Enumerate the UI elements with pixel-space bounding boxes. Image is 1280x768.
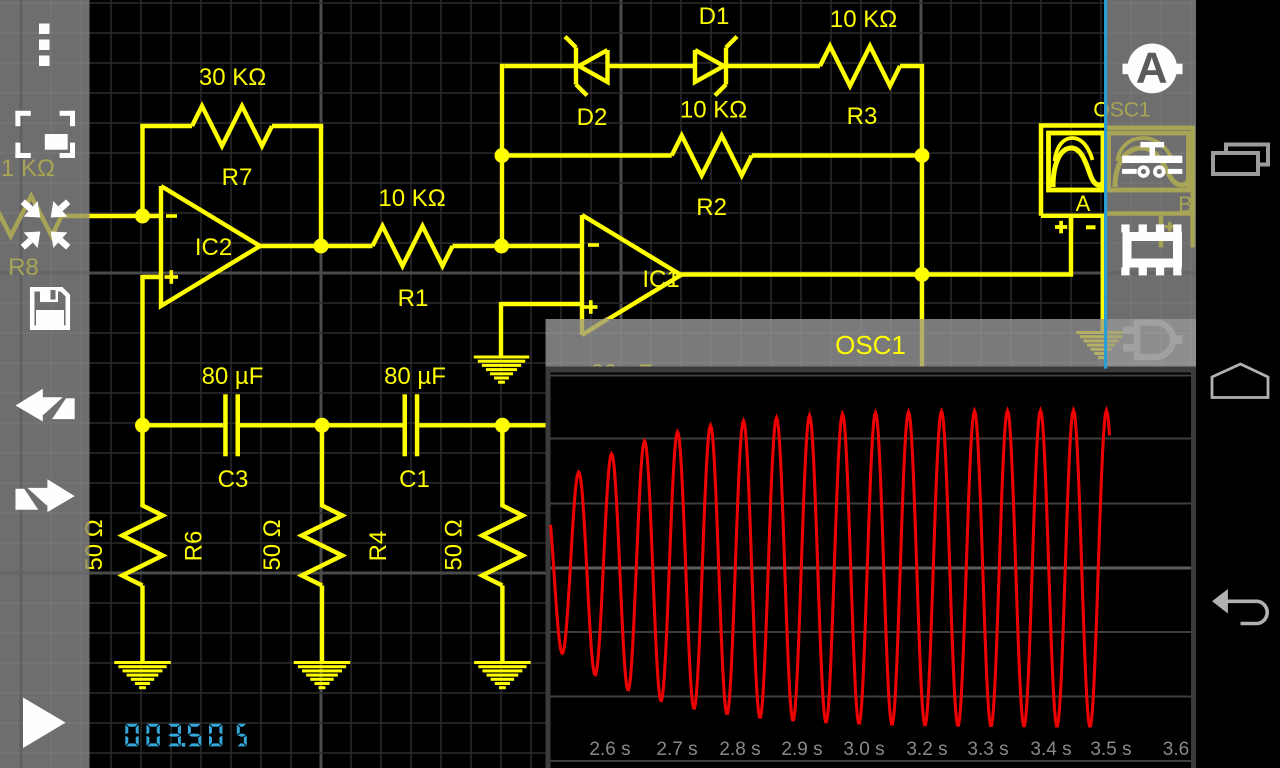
svg-text:2.7 s: 2.7 s <box>656 739 697 760</box>
svg-text:3.4 s: 3.4 s <box>1030 739 1071 760</box>
svg-text:30 KΩ: 30 KΩ <box>199 64 266 91</box>
svg-text:3.5 s: 3.5 s <box>1090 739 1131 760</box>
svg-text:50 Ω: 50 Ω <box>441 519 468 570</box>
svg-text:R8: R8 <box>8 254 39 281</box>
svg-text:3.0 s: 3.0 s <box>843 739 884 760</box>
svg-text:80 µF: 80 µF <box>202 363 264 390</box>
svg-text:D1: D1 <box>699 3 730 30</box>
svg-text:IC2: IC2 <box>195 234 232 261</box>
svg-text:2.6 s: 2.6 s <box>589 739 630 760</box>
svg-text:R1: R1 <box>398 285 429 312</box>
svg-text:1 KΩ: 1 KΩ <box>1 155 55 182</box>
svg-text:A: A <box>1136 44 1168 93</box>
svg-text:R4: R4 <box>365 531 392 562</box>
svg-text:10 KΩ: 10 KΩ <box>378 185 445 212</box>
svg-text:R7: R7 <box>222 164 253 191</box>
svg-text:A: A <box>1076 191 1091 216</box>
svg-text:50 Ω: 50 Ω <box>259 519 286 570</box>
svg-text:IC1: IC1 <box>642 266 679 293</box>
svg-text:R3: R3 <box>847 103 878 130</box>
svg-text:50 Ω: 50 Ω <box>81 519 108 570</box>
svg-text:3.6: 3.6 <box>1163 739 1189 760</box>
svg-text:10 KΩ: 10 KΩ <box>830 6 897 33</box>
svg-text:B: B <box>1178 192 1193 217</box>
svg-text:OSC1: OSC1 <box>1093 99 1150 122</box>
svg-text:R6: R6 <box>181 531 208 562</box>
svg-text:2.8 s: 2.8 s <box>719 739 760 760</box>
svg-text:10 KΩ: 10 KΩ <box>680 97 747 124</box>
svg-text:D2: D2 <box>577 104 608 131</box>
svg-text:R2: R2 <box>696 194 727 221</box>
svg-text:OSC1: OSC1 <box>835 330 906 360</box>
svg-text:2.9 s: 2.9 s <box>781 739 822 760</box>
svg-text:OSC1: OSC1 <box>1093 99 1150 122</box>
svg-text:3.2 s: 3.2 s <box>906 739 947 760</box>
svg-text:80 µF: 80 µF <box>384 363 446 390</box>
svg-text:3.3 s: 3.3 s <box>967 739 1008 760</box>
svg-text:C3: C3 <box>218 466 249 493</box>
svg-text:C1: C1 <box>399 466 430 493</box>
